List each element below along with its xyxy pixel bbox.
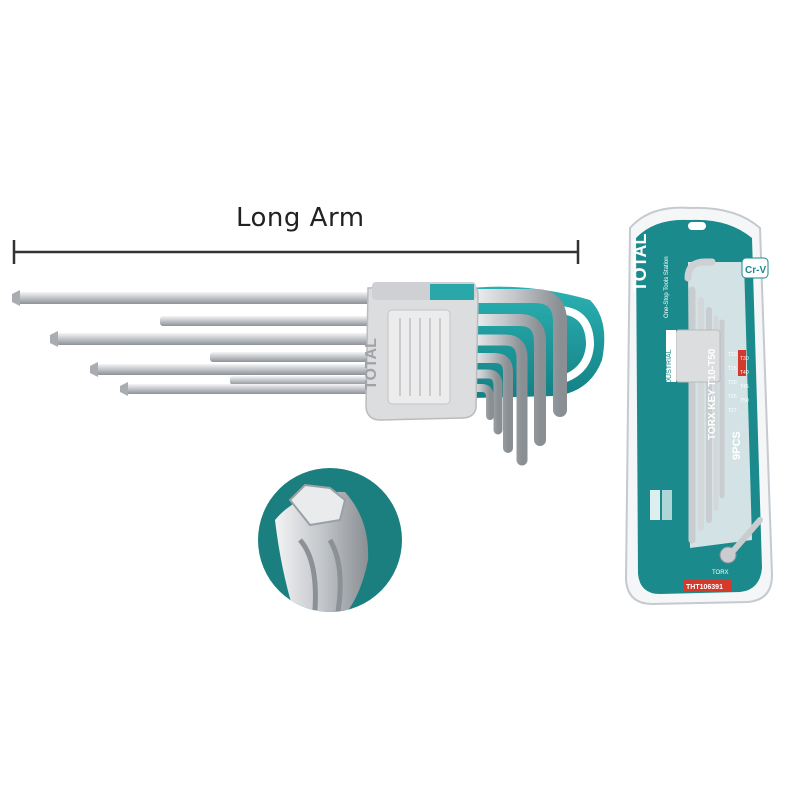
long-arm-dimension-line bbox=[12, 240, 580, 264]
product-package: INDUSTRIAL TOTAL One-Stop Tools Station … bbox=[624, 206, 774, 606]
svg-text:9PCS: 9PCS bbox=[731, 431, 743, 460]
svg-text:T10: T10 bbox=[728, 352, 737, 358]
torx-tip-closeup bbox=[258, 468, 402, 612]
svg-text:T27: T27 bbox=[728, 408, 737, 414]
package-brand: TOTAL bbox=[630, 234, 650, 292]
torx-key-set: TOTAL bbox=[12, 282, 605, 466]
svg-text:T25: T25 bbox=[728, 394, 737, 400]
long-arm-label: Long Arm bbox=[236, 203, 365, 233]
svg-text:TOTAL: TOTAL bbox=[363, 338, 380, 390]
svg-text:THT106391: THT106391 bbox=[686, 584, 723, 591]
svg-text:T40: T40 bbox=[740, 370, 749, 376]
svg-text:INDUSTRIAL: INDUSTRIAL bbox=[666, 349, 673, 391]
svg-text:T15: T15 bbox=[728, 366, 737, 372]
svg-text:T20: T20 bbox=[728, 380, 737, 386]
svg-text:T30: T30 bbox=[740, 356, 749, 362]
svg-text:T45: T45 bbox=[740, 384, 749, 390]
svg-text:T50: T50 bbox=[740, 398, 749, 404]
svg-text:Cr-V: Cr-V bbox=[745, 265, 766, 276]
svg-text:TORX: TORX bbox=[712, 570, 729, 576]
svg-text:TORX KEY T10-T50: TORX KEY T10-T50 bbox=[707, 348, 718, 440]
svg-text:One-Stop Tools Station: One-Stop Tools Station bbox=[664, 256, 670, 318]
